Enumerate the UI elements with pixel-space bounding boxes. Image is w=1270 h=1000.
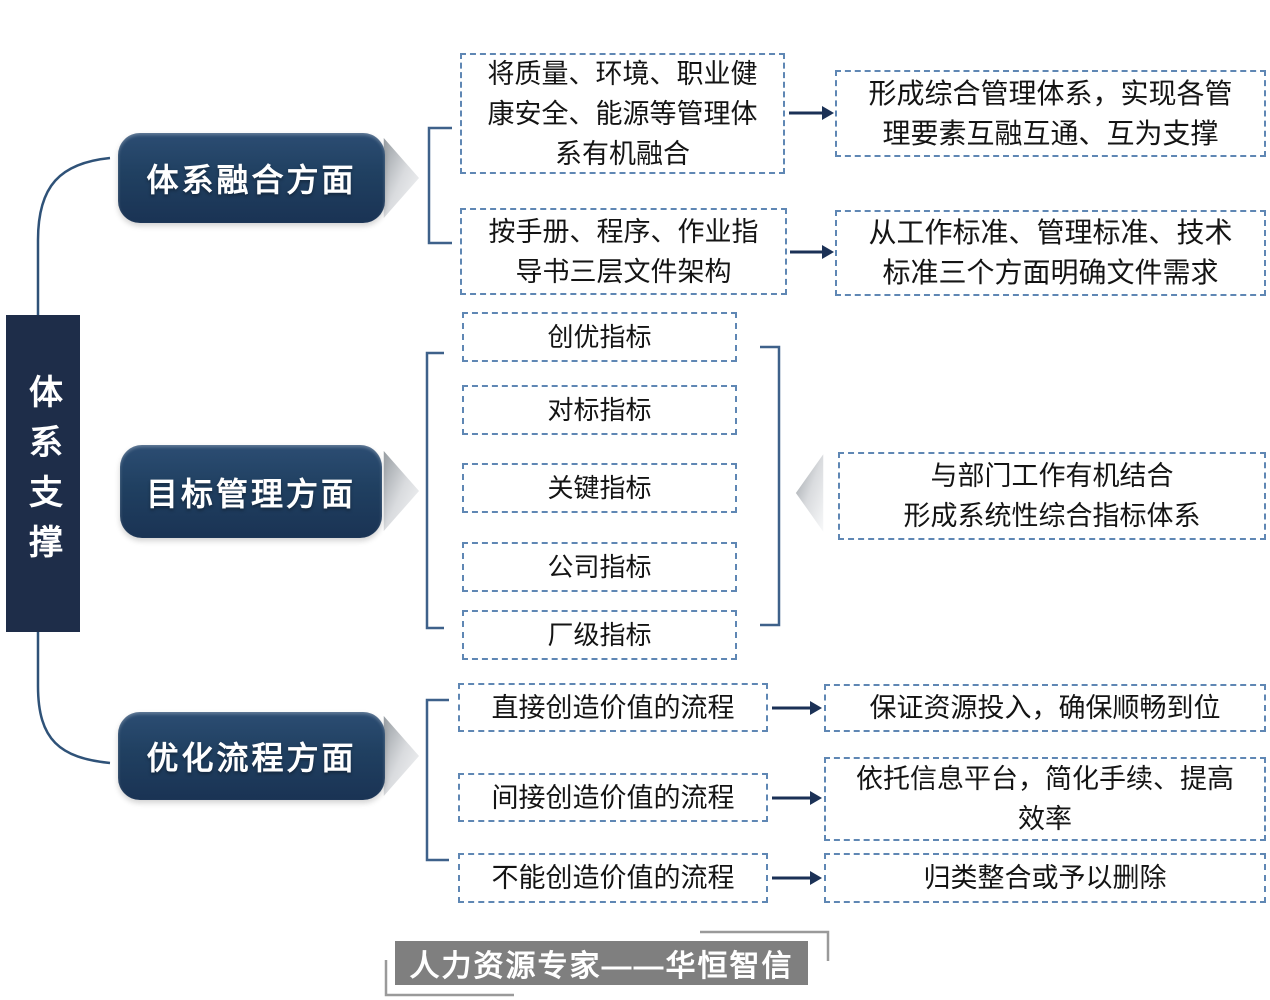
process-cause-2-text: 间接创造价值的流程: [491, 782, 735, 813]
chevron-right-icon: [382, 447, 421, 535]
branch-process-label: 优化流程方面: [146, 740, 357, 776]
indicator-1-text: 创优指标: [547, 322, 652, 352]
arrowhead-icon: [810, 791, 822, 805]
indicator-box-4: 公司指标: [462, 542, 737, 592]
arrowhead-icon: [822, 106, 834, 120]
process-effect-1-text: 保证资源投入，确保顺畅到位: [869, 693, 1221, 723]
process-effect-2-text: 依托信息平台，简化手续、提高效率: [856, 764, 1234, 834]
arrowhead-icon: [810, 701, 822, 715]
integration-effect-1-text: 形成综合管理体系，实现各管理要素互融互通、互为支撑: [868, 77, 1233, 149]
indicator-2-text: 对标指标: [547, 395, 652, 425]
footer-frame-top-right: [700, 930, 830, 961]
process-effect-2: 依托信息平台，简化手续、提高效率: [824, 757, 1266, 841]
integration-left-bracket: [427, 126, 452, 245]
process-cause-3: 不能创造价值的流程: [458, 853, 768, 903]
root-node: 体系支撑: [6, 315, 80, 632]
branch-integration: 体系融合方面: [118, 133, 385, 223]
branch-targets: 目标管理方面: [120, 445, 382, 538]
process-effect-1: 保证资源投入，确保顺畅到位: [824, 684, 1266, 732]
targets-right-bracket: [760, 345, 781, 627]
targets-summary-line2: 形成系统性综合指标体系: [903, 501, 1201, 531]
arrowhead-icon: [822, 245, 834, 259]
footer-banner: 人力资源专家——华恒智信: [395, 941, 808, 985]
chevron-left-icon: [794, 449, 825, 537]
targets-left-bracket: [425, 351, 444, 630]
integration-effect-2-text: 从工作标准、管理标准、技术标准三个方面明确文件需求: [868, 217, 1233, 288]
process-cause-2: 间接创造价值的流程: [458, 773, 768, 822]
targets-summary-line1: 与部门工作有机结合: [930, 461, 1174, 491]
branch-integration-label: 体系融合方面: [146, 162, 357, 198]
integration-effect-1: 形成综合管理体系，实现各管理要素互融互通、互为支撑: [835, 70, 1266, 157]
branch-process: 优化流程方面: [118, 712, 385, 800]
footer-frame-bottom-left: [384, 960, 514, 997]
process-effect-3-text: 归类整合或予以删除: [923, 863, 1167, 893]
process-cause-1-text: 直接创造价值的流程: [491, 692, 735, 723]
footer-banner-text: 人力资源专家——华恒智信: [409, 950, 794, 983]
integration-effect-2: 从工作标准、管理标准、技术标准三个方面明确文件需求: [835, 210, 1266, 296]
integration-cause-1-text: 将质量、环境、职业健康安全、能源等管理体系有机融合: [487, 58, 758, 169]
indicator-4-text: 公司指标: [547, 552, 652, 582]
process-cause-1: 直接创造价值的流程: [458, 683, 768, 732]
indicator-box-5: 厂级指标: [462, 610, 737, 660]
indicator-box-1: 创优指标: [462, 312, 737, 362]
root-label: 体系支撑: [23, 373, 62, 574]
process-left-bracket: [425, 698, 449, 862]
chevron-right-icon: [382, 134, 421, 222]
process-cause-3-text: 不能创造价值的流程: [491, 863, 735, 893]
indicator-5-text: 厂级指标: [547, 620, 652, 650]
indicator-box-2: 对标指标: [462, 385, 737, 435]
indicator-box-3: 关键指标: [462, 463, 737, 513]
targets-summary-box: 与部门工作有机结合 形成系统性综合指标体系: [838, 452, 1266, 540]
integration-cause-1: 将质量、环境、职业健康安全、能源等管理体系有机融合: [460, 53, 785, 174]
integration-cause-2-text: 按手册、程序、作业指导书三层文件架构: [488, 216, 759, 287]
branch-targets-label: 目标管理方面: [145, 475, 356, 512]
arrowhead-icon: [810, 871, 822, 885]
chevron-right-icon: [382, 712, 421, 800]
integration-cause-2: 按手册、程序、作业指导书三层文件架构: [460, 208, 787, 295]
indicator-3-text: 关键指标: [547, 473, 652, 503]
process-effect-3: 归类整合或予以删除: [824, 853, 1266, 903]
